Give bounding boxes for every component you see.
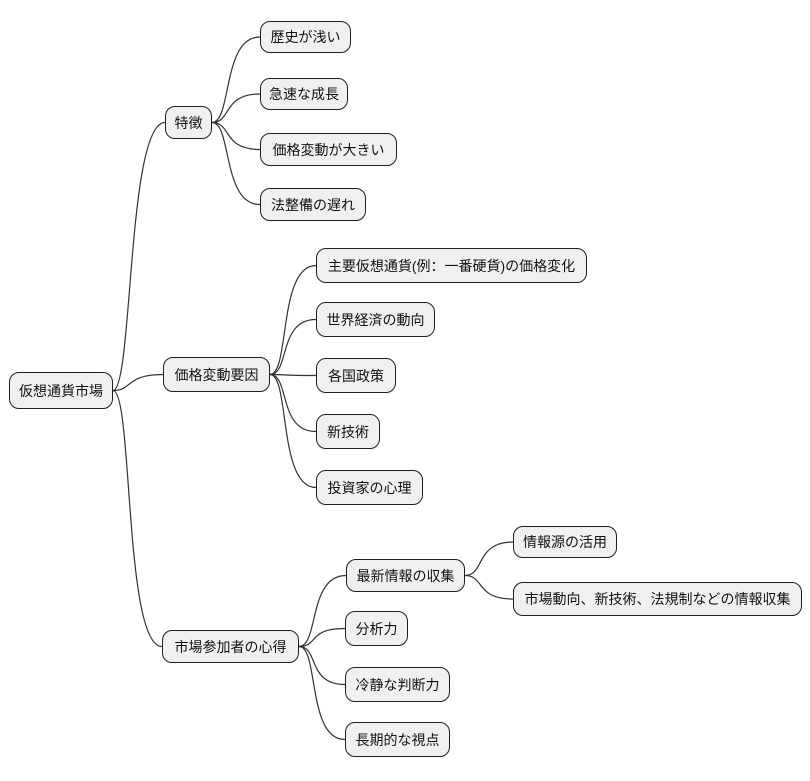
edge-kakaku-yoin-kakkoku <box>269 373 317 377</box>
mindmap-node-hendo-ookii: 価格変動が大きい <box>260 133 397 166</box>
mindmap-node-reisei: 冷静な判断力 <box>345 667 450 702</box>
edge-kokoroe-chouki <box>298 645 346 741</box>
edge-tokucho-kyusoku <box>211 93 261 124</box>
edge-kakaku-yoin-shingijutsu <box>269 373 317 433</box>
edge-kokoroe-saishin <box>298 574 347 648</box>
mindmap-node-jouhougen: 情報源の活用 <box>513 526 617 558</box>
edge-tokucho-rekishi <box>211 36 261 124</box>
edge-kokoroe-bunseki <box>298 627 346 648</box>
mindmap-node-toushika: 投資家の心理 <box>316 470 423 505</box>
edge-tokucho-hoseibi <box>211 121 261 206</box>
mindmap-node-shingijutsu: 新技術 <box>316 414 380 449</box>
edge-kokoroe-reisei <box>298 645 346 686</box>
edge-saishin-doukou <box>464 574 514 600</box>
edge-tokucho-hendo-ookii <box>211 121 261 151</box>
mindmap-node-chouki: 長期的な視点 <box>345 722 450 757</box>
mindmap-node-kakkoku: 各国政策 <box>316 358 396 393</box>
mindmap-node-bunseki: 分析力 <box>345 611 408 646</box>
mindmap-node-kyusoku: 急速な成長 <box>260 78 348 110</box>
edge-kakaku-yoin-shuyou <box>269 264 317 376</box>
mindmap-node-kakaku-yoin: 価格変動要因 <box>163 357 270 392</box>
edge-saishin-jouhougen <box>464 541 514 577</box>
edge-kakaku-yoin-toushika <box>269 373 317 489</box>
mindmap-node-doukou: 市場動向、新技術、法規制などの情報収集 <box>513 582 802 616</box>
mindmap-node-shuyou: 主要仮想通貨(例：一番硬貨)の価格変化 <box>316 248 587 283</box>
mindmap-node-sekai: 世界経済の動向 <box>316 302 435 337</box>
edge-root-kakaku-yoin <box>112 373 164 392</box>
edge-kakaku-yoin-sekai <box>269 318 317 376</box>
mindmap-node-kokoroe: 市場参加者の心得 <box>162 630 299 663</box>
edge-root-tokucho <box>112 121 166 392</box>
mindmap-node-rekishi: 歴史が浅い <box>260 21 351 53</box>
edge-root-kokoroe <box>112 389 163 648</box>
mindmap-node-hoseibi: 法整備の遅れ <box>260 188 366 221</box>
mindmap-node-saishin: 最新情報の収集 <box>346 559 465 592</box>
mindmap-node-root: 仮想通貨市場 <box>9 372 113 409</box>
mindmap-node-tokucho: 特徴 <box>165 106 212 139</box>
